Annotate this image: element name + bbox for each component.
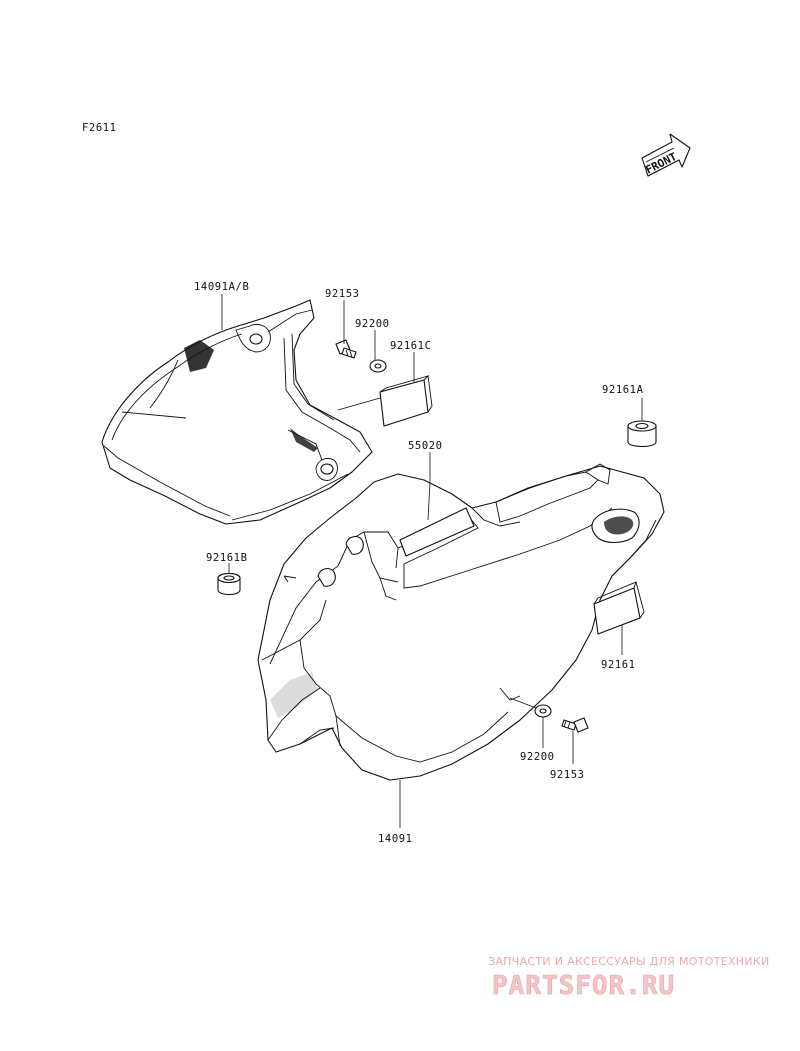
- part-label-92161: 92161: [601, 659, 636, 671]
- leader-lines: [221, 294, 643, 828]
- part-label-92153-lower: 92153: [550, 769, 585, 781]
- watermark-tagline: ЗАПЧАСТИ И АКСЕССУАРЫ ДЛЯ МОТОТЕХНИКИ: [488, 955, 770, 968]
- part-label-14091: 14091: [378, 833, 413, 845]
- part-label-92161c: 92161C: [390, 340, 432, 352]
- pad-upper: [379, 375, 433, 427]
- side-cover-main: [257, 463, 665, 781]
- watermark: ЗАПЧАСТИ И АКСЕССУАРЫ ДЛЯ МОТОТЕХНИКИ PA…: [488, 955, 770, 1001]
- part-label-55020: 55020: [408, 440, 443, 452]
- side-cover-upper: [101, 299, 373, 525]
- bolt-lower: [561, 717, 589, 733]
- part-label-92161a: 92161A: [602, 384, 644, 396]
- figure-code: F2611: [82, 122, 117, 134]
- grommet-left: [217, 572, 241, 596]
- part-label-92153-upper: 92153: [325, 288, 360, 300]
- part-labels: 14091A/B 92153 92200 92161C 92161A 55020…: [194, 281, 644, 845]
- grommet-right: [627, 420, 657, 448]
- front-direction-arrow-icon: FRONT: [641, 133, 691, 177]
- part-label-92161b: 92161B: [206, 552, 248, 564]
- washer-lower: [534, 704, 552, 718]
- watermark-brand: PARTSFOR.RU: [492, 971, 675, 1001]
- part-label-14091a-b: 14091A/B: [194, 281, 249, 293]
- part-label-92200-upper: 92200: [355, 318, 390, 330]
- washer-upper: [369, 359, 387, 373]
- pad-lower: [593, 581, 645, 635]
- part-label-92200-lower: 92200: [520, 751, 555, 763]
- bolt-upper: [335, 339, 357, 359]
